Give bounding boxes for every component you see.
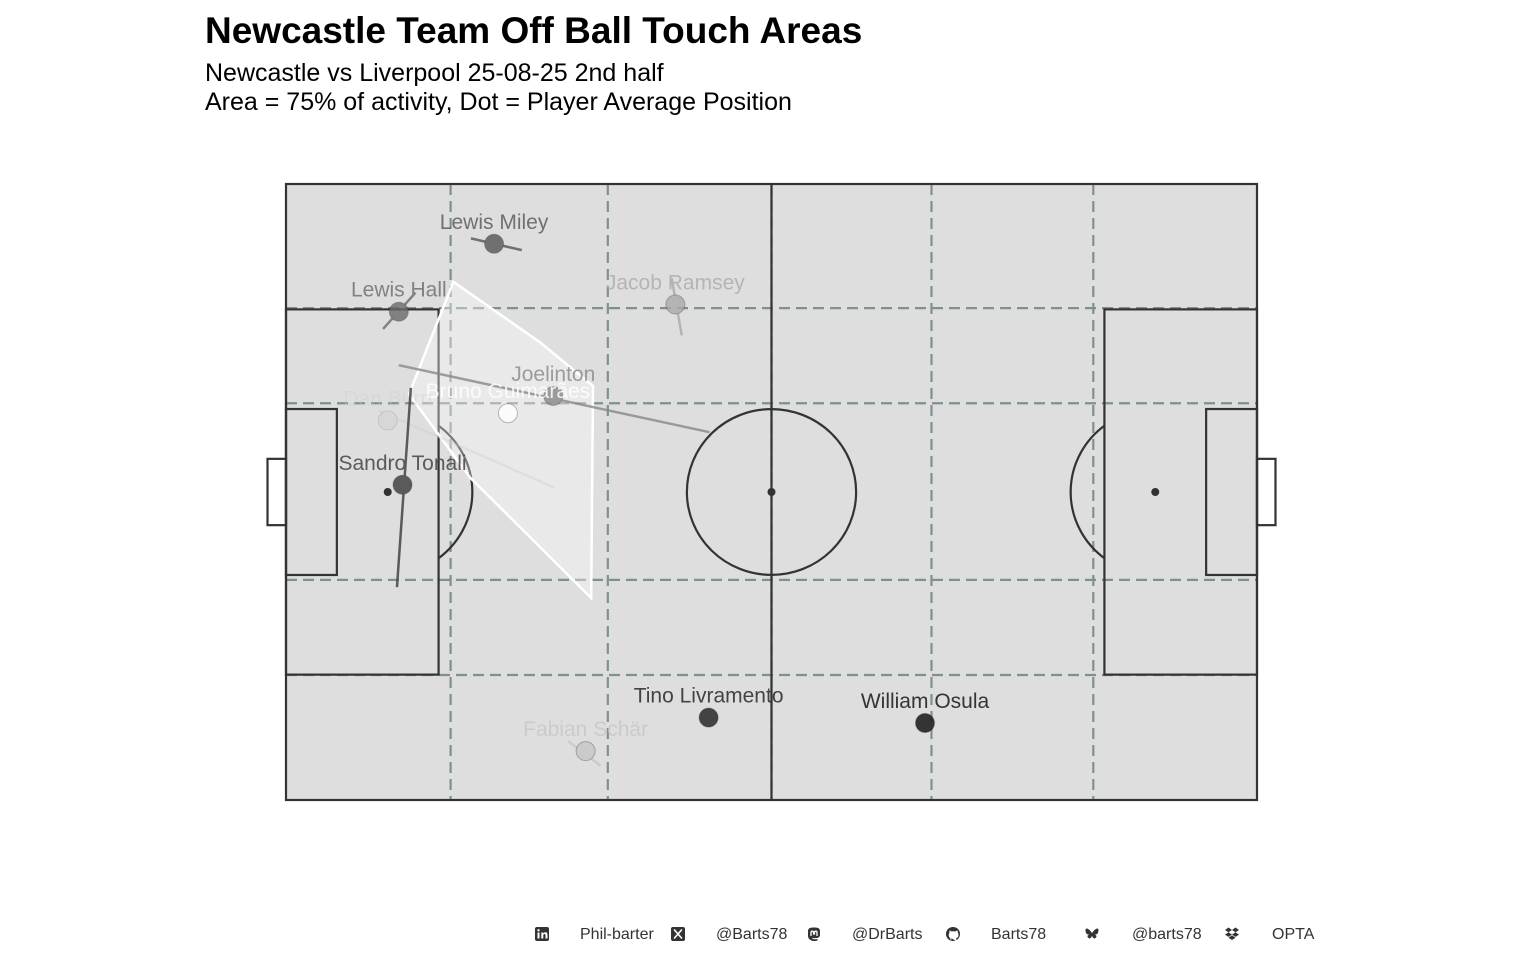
linkedin-icon[interactable]: [534, 926, 550, 942]
player-william-osula: William Osula: [861, 690, 990, 733]
data-source: OPTA: [1272, 926, 1315, 943]
penalty-arc-right: [1069, 424, 1106, 560]
chart-subtitle-legend: Area = 75% of activity, Dot = Player Ave…: [205, 88, 792, 116]
player-average-position-dot: [575, 741, 596, 762]
player-label: Jacob Ramsey: [606, 271, 745, 294]
goal-right: [1255, 457, 1277, 527]
bluesky-handle: @barts78: [1132, 926, 1202, 943]
player-bruno-guimar-es: Bruno Guimarães: [426, 380, 591, 424]
activity-area-polygon: [407, 279, 595, 601]
player-label: Lewis Miley: [440, 211, 549, 234]
x-handle: @Barts78: [716, 926, 788, 943]
player-average-position-dot: [497, 403, 518, 424]
chart-title: Newcastle Team Off Ball Touch Areas: [205, 10, 863, 51]
github-icon[interactable]: [945, 926, 961, 942]
player-average-position-dot: [484, 233, 505, 254]
player-tino-livramento: Tino Livramento: [634, 685, 784, 728]
github-handle: Barts78: [991, 926, 1047, 943]
x-icon[interactable]: [670, 926, 686, 942]
player-average-position-dot: [915, 713, 936, 733]
penalty-spot-left: [383, 488, 392, 496]
dropbox-icon[interactable]: [1224, 926, 1240, 942]
penalty-arc-left: [437, 424, 474, 560]
player-average-position-dot: [543, 385, 564, 406]
player-average-position-dot: [377, 410, 398, 431]
player-label: Bruno Guimarães: [426, 380, 591, 403]
player-average-position-dot: [665, 294, 686, 315]
player-jacob-ramsey: Jacob Ramsey: [606, 271, 745, 336]
player-label: Tino Livramento: [634, 685, 784, 708]
player-sandro-tonali: Sandro Tonali: [338, 387, 467, 588]
centre-spot: [767, 488, 776, 496]
player-average-position-dot: [698, 707, 719, 728]
player-joelinton: Joelinton: [398, 363, 710, 434]
mastodon-handle: @DrBarts: [852, 926, 923, 943]
player-lewis-hall: Lewis Hall: [351, 279, 447, 330]
player-average-position-dot: [392, 474, 413, 495]
player-label: Fabian Schär: [523, 718, 648, 741]
player-label: Lewis Hall: [351, 279, 447, 302]
linkedin-handle: Phil-barter: [580, 926, 654, 943]
bluesky-icon[interactable]: [1084, 926, 1100, 942]
player-fabian-sch-r: Fabian Schär: [523, 718, 648, 767]
player-lewis-miley: Lewis Miley: [440, 211, 549, 254]
penalty-spot-right: [1151, 488, 1160, 496]
goal-left: [266, 457, 288, 527]
player-average-position-dot: [388, 301, 409, 322]
chart-subtitle-match: Newcastle vs Liverpool 25-08-25 2nd half: [205, 59, 664, 87]
player-label: William Osula: [861, 690, 990, 713]
mastodon-icon[interactable]: [806, 926, 822, 942]
footer-credits: Phil-barter @Barts78 @DrBarts Barts78 @b…: [0, 924, 1536, 948]
player-label: Sandro Tonali: [338, 452, 466, 475]
player-label: Dan Burn: [343, 387, 432, 410]
centre-circle: [685, 408, 858, 576]
player-label: Joelinton: [511, 363, 595, 386]
